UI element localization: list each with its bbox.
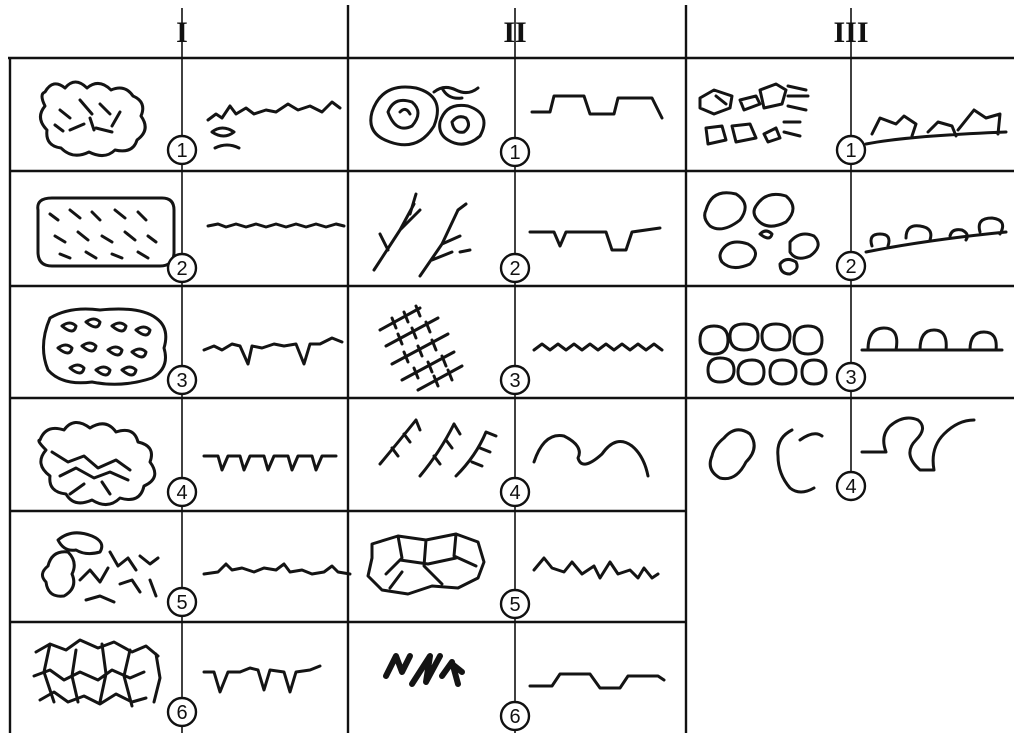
concentric-loops-icon: [371, 87, 484, 145]
lumpy-hills-profile-icon: [866, 110, 1006, 144]
bold-strokes-icon: [386, 656, 462, 684]
cell-number: 1: [509, 142, 520, 164]
pitted-profile-icon: [204, 338, 342, 364]
cell-number: 2: [509, 258, 520, 280]
column-header-II: II: [503, 16, 526, 49]
dense-stipple-cluster-icon: [40, 82, 145, 156]
jagged-step-profile-icon: [534, 558, 658, 578]
undulating-profile-icon: [534, 436, 648, 476]
rounded-hills-profile-icon: [866, 218, 1006, 252]
polygon-cell-cluster-icon: [39, 422, 155, 504]
fine-rough-profile-icon: [208, 102, 340, 148]
cell-number: 3: [509, 370, 520, 392]
cell-number: 2: [845, 256, 856, 278]
open-loops-icon: [710, 430, 822, 492]
small-wave-profile-icon: [208, 224, 344, 227]
scattered-blobs-icon: [705, 193, 819, 274]
packed-ovals-icon: [700, 324, 826, 384]
small-cell-cluster-icon: [43, 309, 165, 384]
crack-network-icon: [34, 640, 160, 706]
dense-dot-cluster-icon: [38, 198, 174, 266]
cell-number: 6: [176, 702, 187, 724]
blocky-polygon-cluster-icon: [368, 534, 484, 594]
cell-number: 5: [176, 592, 187, 614]
step-profile-icon: [530, 674, 664, 688]
column-header-I: I: [176, 16, 188, 49]
cell-number: 4: [845, 476, 856, 498]
deep-notch-profile-icon: [204, 666, 320, 692]
cell-number: 4: [509, 482, 520, 504]
cell-number: 1: [176, 140, 187, 162]
arc-ridges-icon: [380, 420, 496, 476]
cell-number: 6: [509, 706, 520, 728]
branching-channels-icon: [374, 194, 470, 276]
mesa-profile-icon: [532, 96, 662, 118]
notched-profile-icon: [204, 456, 336, 470]
cell-number: 3: [845, 367, 856, 389]
parallel-combed-ridges-icon: [380, 306, 462, 390]
dome-profile-icon: [862, 328, 1002, 350]
tufted-profile-icon: [204, 564, 350, 574]
cell-number: 5: [509, 594, 520, 616]
cell-number: 1: [845, 140, 856, 162]
cell-number: 4: [176, 482, 187, 504]
combed-blocks-icon: [700, 84, 808, 144]
trench-profile-icon: [530, 228, 660, 250]
cell-number: 3: [176, 370, 187, 392]
zigzag-profile-icon: [534, 344, 662, 350]
mixed-scribble-cluster-icon: [42, 533, 158, 602]
hook-profile-icon: [862, 418, 974, 470]
column-header-III: III: [833, 16, 868, 49]
cell-number: 2: [176, 258, 187, 280]
